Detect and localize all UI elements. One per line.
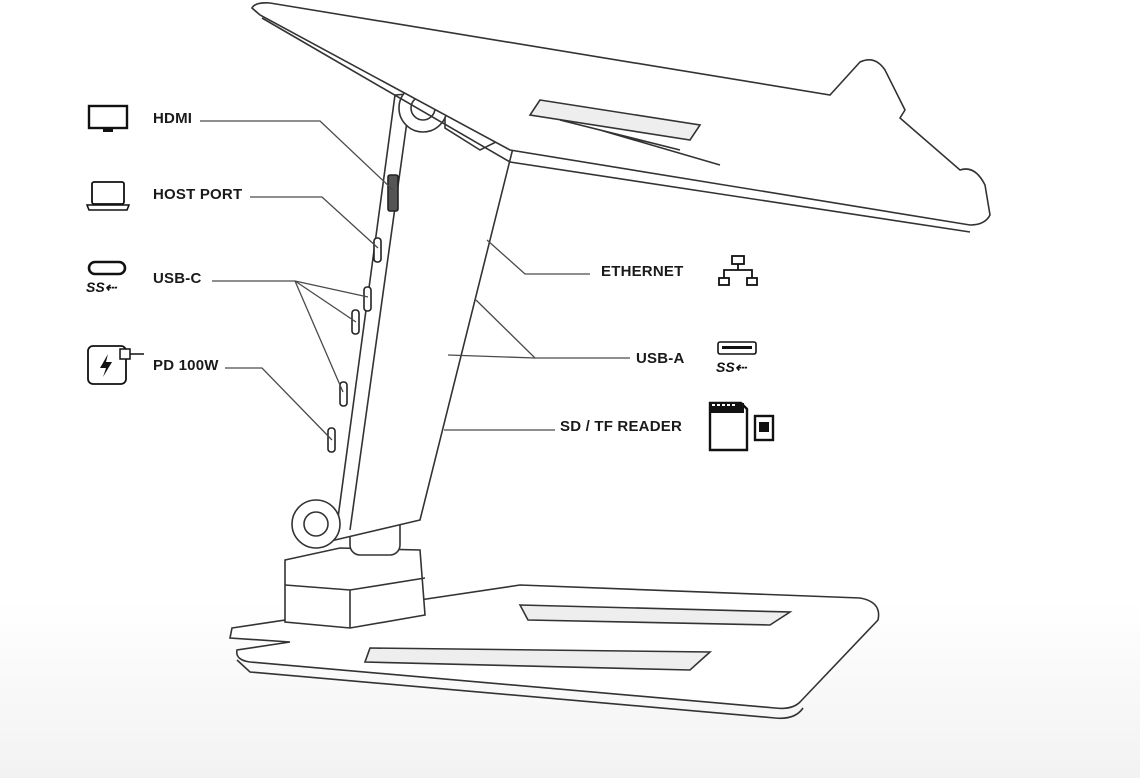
usb-a-superspeed-icon: SS⇠	[716, 340, 762, 374]
port-label-pd: PD 100W	[153, 357, 219, 374]
usb-c-superspeed-icon: SS⇠	[86, 260, 130, 294]
laptop-icon	[86, 181, 130, 211]
port-label-usb-a: USB-A	[636, 350, 685, 367]
network-icon	[718, 255, 758, 286]
arm-ports	[327, 174, 399, 453]
port-label-hdmi: HDMI	[153, 110, 193, 127]
power-adapter-icon	[87, 345, 144, 385]
port-label-sd-tf: SD / TF READER	[560, 418, 682, 435]
stand-arm	[291, 83, 516, 549]
port-label-usb-c: USB-C	[153, 270, 202, 287]
port-label-host-port: HOST PORT	[153, 186, 243, 203]
port-label-ethernet: ETHERNET	[601, 263, 684, 280]
sd-card-icon	[708, 401, 775, 452]
laptop-tray	[251, 2, 991, 233]
leader-lines	[200, 120, 630, 441]
monitor-icon	[87, 104, 129, 132]
